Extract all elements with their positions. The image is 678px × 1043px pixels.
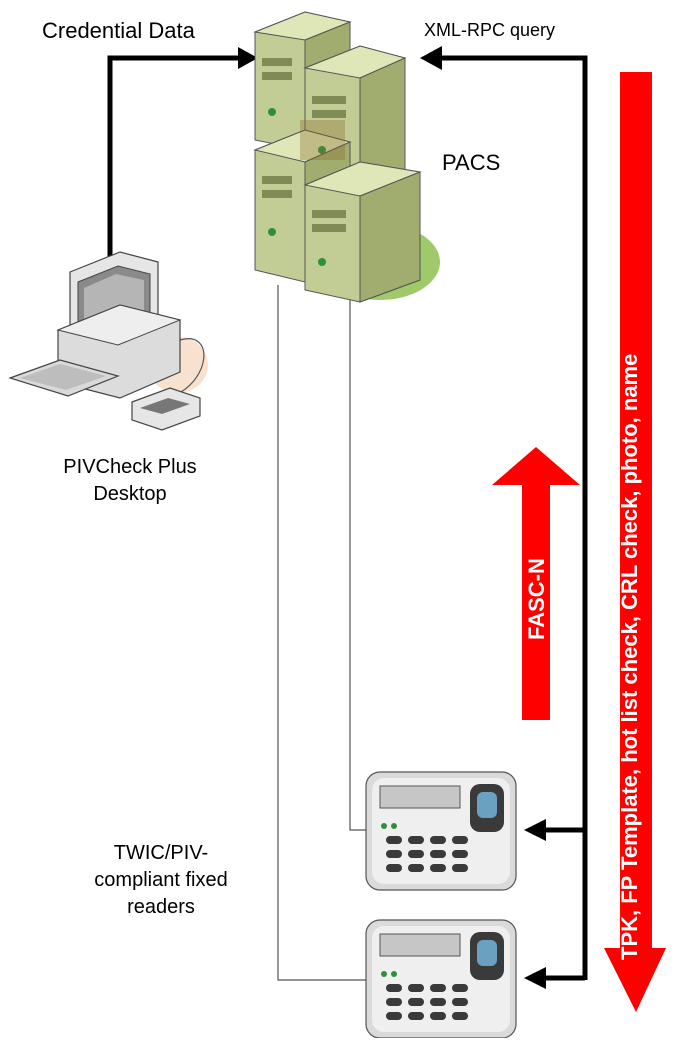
xml-rpc-query-label: XML-RPC query: [424, 20, 556, 40]
fingerprint-reader-icon: [365, 771, 517, 891]
credential-data-label: Credential Data: [42, 18, 195, 43]
tpk-list-label: TPK, FP Template, hot list check, CRL ch…: [617, 353, 642, 960]
fasc-n-label: FASC-N: [524, 558, 549, 640]
desktop-label-line1: PIVCheck Plus: [63, 456, 197, 478]
fingerprint-reader-icon: [365, 919, 517, 1039]
xml-rpc-bus: [420, 46, 588, 989]
readers-label-line1: TWIC/PIV-: [113, 842, 209, 864]
credential-data-arrow: [107, 47, 258, 262]
reader-wires: [277, 285, 376, 981]
desktop-label-line2: Desktop: [93, 483, 167, 505]
fasc-n-arrow: [492, 447, 580, 720]
desktop-computer-icon: [8, 251, 208, 431]
pacs-label: PACS: [442, 150, 501, 175]
desktop-label: PIVCheck Plus Desktop: [60, 454, 200, 508]
server-cluster-icon: [253, 11, 440, 303]
tpk-arrow: [604, 72, 666, 1012]
readers-label-line3: readers: [127, 896, 195, 918]
readers-label: TWIC/PIV- compliant fixed readers: [66, 840, 256, 921]
readers-label-line2: compliant fixed: [94, 869, 228, 891]
